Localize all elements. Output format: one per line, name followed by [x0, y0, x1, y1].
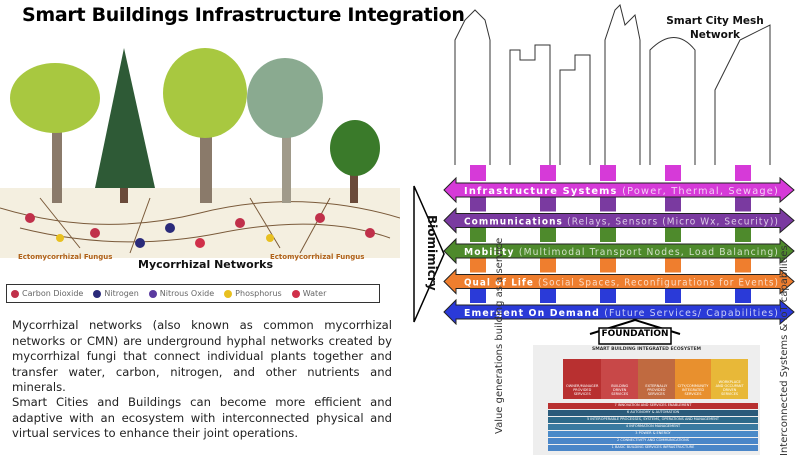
- mesh-connector: [540, 256, 556, 273]
- city-title-line: Smart City Mesh: [666, 15, 764, 27]
- band-detail: (Multimodal Transport Nodes, Load Balanc…: [519, 247, 779, 258]
- mesh-connector: [470, 195, 486, 212]
- ecosystem-pillar: WORKPLACE AND OCCUPANT DRIVEN SERVICES: [711, 359, 748, 399]
- mesh-connector: [600, 287, 616, 303]
- phosphorus-icon: [224, 289, 233, 298]
- legend-label: Nitrous Oxide: [159, 289, 215, 298]
- band-name: Infrastructure Systems: [464, 186, 622, 197]
- biomimicry-arrow: [413, 185, 445, 323]
- band-detail: (Relays, Sensors (Micro Wx, Security)): [567, 217, 779, 228]
- ecosystem-layer: 3 POWER & ENERGY: [548, 431, 758, 437]
- ecosystem-layer: 2 CONNECTIVITY AND COMMUNICATIONS: [548, 438, 758, 444]
- mesh-connector: [600, 195, 616, 212]
- mesh-connector: [540, 165, 556, 181]
- mesh-connector: [600, 165, 616, 181]
- mesh-bands: Infrastructure Systems (Power, Thermal, …: [443, 165, 795, 325]
- ecosystem-pillar: EXTERNALLY PROVIDED SERVICES: [638, 359, 675, 399]
- band-arrow: [443, 207, 795, 234]
- legend: Carbon Dioxide Nitrogen Nitrous Oxide Ph…: [6, 284, 380, 303]
- mesh-connector: [470, 287, 486, 303]
- city-skyline: [454, 4, 771, 165]
- band-detail: (Social Spaces, Reconfigurations for Eve…: [538, 278, 779, 289]
- legend-item: Nitrous Oxide: [148, 289, 215, 298]
- mesh-connector: [600, 226, 616, 242]
- band-label: Emergent On Demand (Future Services/ Cap…: [464, 308, 779, 319]
- ecosystem-layer: 5 INTEROPERABLE PROCESSES, SYSTEMS, OPER…: [548, 417, 758, 423]
- mesh-connector: [665, 195, 681, 212]
- mesh-connector: [665, 256, 681, 273]
- carbon-dioxide-icon: [11, 289, 19, 298]
- mesh-connector: [540, 226, 556, 242]
- legend-label: Carbon Dioxide: [22, 289, 84, 298]
- band-arrow: [443, 268, 795, 295]
- legend-item: Phosphorus: [224, 289, 282, 298]
- ecosystem-layer: 6 AUTONOMY & AUTOMATION: [548, 410, 758, 416]
- band-label: Mobility (Multimodal Transport Nodes, Lo…: [464, 247, 779, 258]
- ecosystem-pillar: CITY/COMMUNITY INTEGRATED SERVICES: [674, 359, 712, 399]
- paragraph-mycorrhizal: Mycorrhizal networks (also known as comm…: [12, 318, 392, 394]
- mesh-connector: [470, 165, 486, 181]
- mesh-connector: [470, 226, 486, 242]
- city-title-line: Network: [689, 29, 740, 41]
- band-label: Infrastructure Systems (Power, Thermal, …: [464, 186, 779, 197]
- band-arrow: [443, 237, 795, 265]
- paragraph-smart-cities: Smart Cities and Buildings can become mo…: [12, 395, 392, 440]
- mycorrhizal-illustration: [0, 48, 400, 258]
- band-label: Communications (Relays, Sensors (Micro W…: [464, 217, 779, 228]
- ecosystem-pillar: OWNER/MANAGER PROVIDED SERVICES: [563, 359, 602, 399]
- band-name: Mobility: [464, 247, 519, 258]
- mesh-connector: [600, 256, 616, 273]
- illustration-caption: Mycorrhizal Networks: [138, 258, 274, 271]
- band-label: Qual of Life (Social Spaces, Reconfigura…: [464, 278, 779, 289]
- water-icon: [291, 289, 300, 298]
- biomimicry-label: Biomimicry: [425, 215, 439, 291]
- legend-item: Nitrogen: [93, 289, 139, 298]
- mesh-connector: [735, 226, 751, 242]
- legend-item: Water: [291, 289, 327, 298]
- ecosystem-layer: 1 BASIC BUILDING SERVICES INFRASTRUCTURE: [548, 445, 758, 451]
- band-arrow: [443, 176, 795, 204]
- band-arrow: [443, 298, 795, 325]
- mesh-connector: [735, 256, 751, 273]
- foundation-house-icon: [589, 318, 681, 345]
- mesh-connector: [665, 165, 681, 181]
- iot-capabilities-label: Interconnected Systems & IoT capabilitie…: [779, 245, 790, 456]
- band-detail: (Power, Thermal, Sewage): [622, 186, 779, 197]
- ecosystem-pillar: BUILDING DRIVEN SERVICES: [601, 359, 639, 399]
- mesh-connector: [665, 287, 681, 303]
- fungus-label-right: Ectomycorrhizal Fungus: [270, 253, 365, 261]
- mesh-connector: [735, 195, 751, 212]
- foundation-label: FOUNDATION: [601, 329, 669, 339]
- band-detail: (Future Services/ Capabilities): [604, 308, 779, 319]
- nitrogen-icon: [93, 289, 102, 298]
- fungus-label-left: Ectomycorrhizal Fungus: [18, 253, 113, 261]
- mesh-connector: [665, 226, 681, 242]
- legend-label: Phosphorus: [235, 289, 282, 298]
- mesh-connector: [540, 287, 556, 303]
- band-name: Qual of Life: [464, 278, 538, 289]
- band-name: Emergent On Demand: [464, 308, 604, 319]
- legend-item: Carbon Dioxide: [11, 289, 83, 298]
- page-title: Smart Buildings Infrastructure Integrati…: [22, 4, 465, 26]
- mesh-connector: [735, 287, 751, 303]
- legend-label: Nitrogen: [104, 289, 139, 298]
- ecosystem-title: SMART BUILDING INTEGRATED ECOSYSTEM: [591, 347, 702, 352]
- ecosystem-layer: 7 INNOVATION AND SERVICES ENABLEMENT: [548, 403, 758, 409]
- legend-label: Water: [302, 289, 327, 298]
- ecosystem-layer: 4 INFORMATION MANAGEMENT: [548, 424, 758, 430]
- ecosystem-diagram: SMART BUILDING INTEGRATED ECOSYSTEM OWNE…: [533, 345, 760, 455]
- band-name: Communications: [464, 217, 567, 228]
- nitrous-oxide-icon: [148, 289, 157, 298]
- mesh-connector: [540, 195, 556, 212]
- mesh-connector: [470, 256, 486, 273]
- mesh-connector: [735, 165, 751, 181]
- value-generation-label: Value generations building as a service: [494, 237, 505, 434]
